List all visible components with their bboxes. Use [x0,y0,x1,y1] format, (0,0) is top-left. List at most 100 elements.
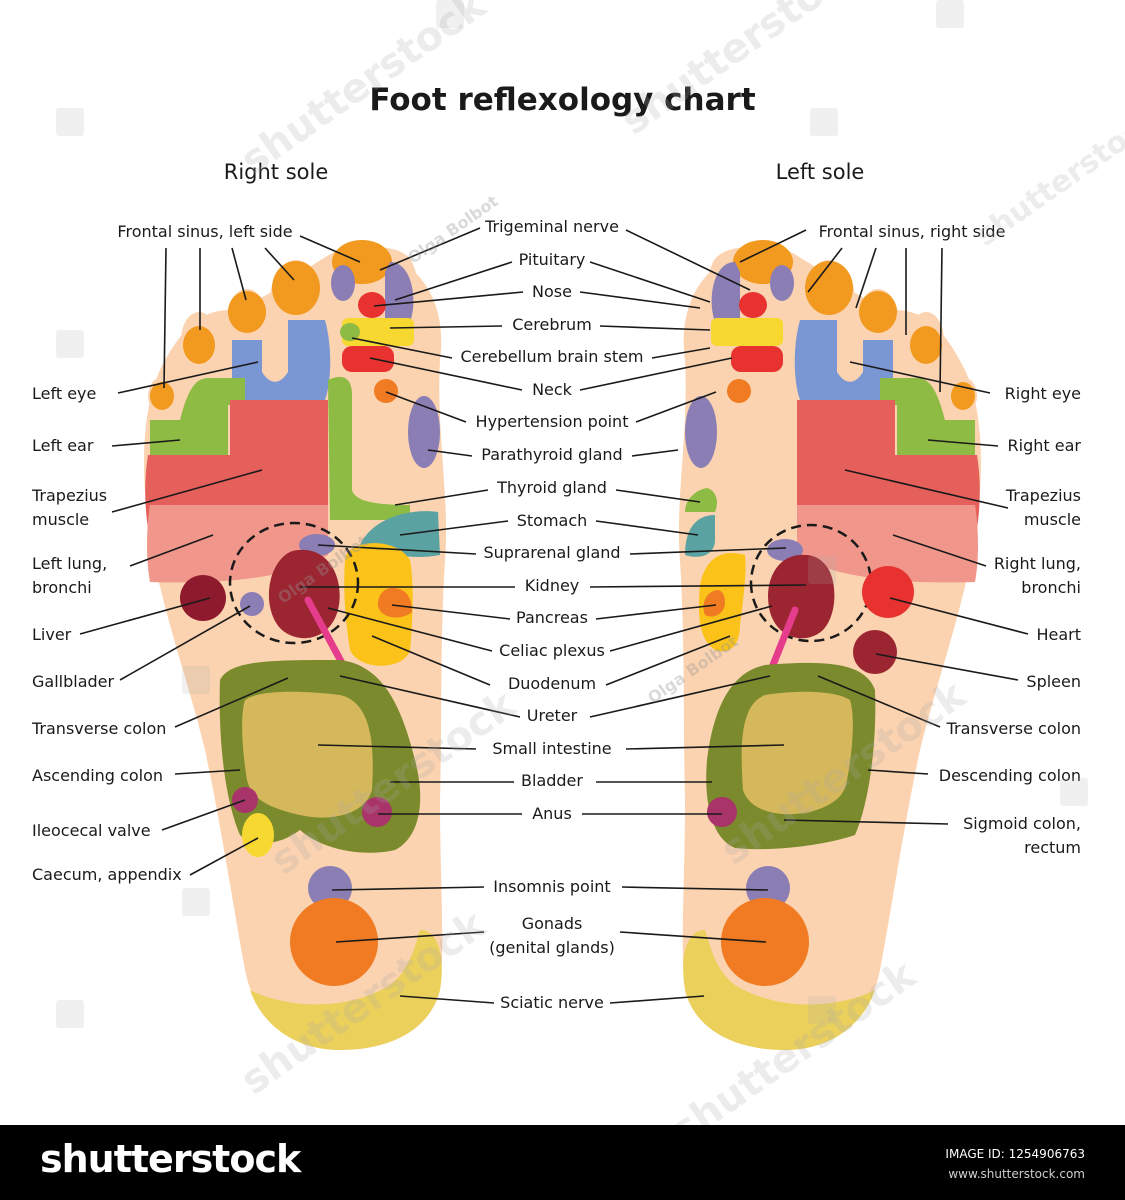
leader-pituitary-r [394,261,513,301]
leader-hypertension-l [635,391,717,423]
label-right-lung-2: bronchi [1021,578,1081,597]
watermark-icon [182,888,210,916]
watermark-icon [56,330,84,358]
label-ureter: Ureter [526,706,578,725]
left-sole-foot [678,240,981,1051]
leader-neck-l [579,357,733,391]
label-frontal-sinus-left: Frontal sinus, left side [117,222,293,241]
label-nose: Nose [532,282,572,301]
label-spleen: Spleen [1026,672,1081,691]
left-thyroid-zone [685,488,718,512]
leader-stomach-l [595,520,699,536]
watermark-icon [436,0,464,28]
watermark-icon [810,108,838,136]
label-transverse-colon-right: Transverse colon [946,719,1081,738]
watermark-icon [1060,778,1088,806]
leader-pancreas-r [391,604,511,620]
right-frontal-sinus-4 [183,326,215,364]
leader-lung-r [892,534,987,567]
left-hypertension-point [727,379,751,403]
label-right-ear: Right ear [1007,436,1081,455]
right-nose-zone [331,265,355,301]
label-trapezius-left-2: muscle [32,510,90,529]
right-liver-zone [180,575,226,621]
label-small-intestine: Small intestine [492,739,612,758]
label-ascending-colon: Ascending colon [32,766,164,785]
right-cerebrum-zone [358,292,386,318]
label-left-eye: Left eye [32,384,97,403]
left-frontal-sinus-5 [951,382,975,410]
right-frontal-sinus-2 [272,261,320,315]
left-stomach-zone [685,515,715,557]
leader-trigeminal-r [379,227,481,271]
leader-ureter-r [339,675,521,718]
leader-nose-l [579,291,701,309]
leader-right-ear [927,439,999,447]
leader-transverse-l [174,677,289,728]
leader-thyroid-l [615,489,701,503]
label-pancreas: Pancreas [516,608,588,627]
label-gonads-1: Gonads [521,914,583,933]
leader-right-eye [849,361,991,394]
label-bladder: Bladder [521,771,583,790]
feet-illustration [79,227,1029,1051]
leader-sinus-2 [264,247,295,281]
leader-cerebellum-r [351,337,453,359]
label-left-lung-2: bronchi [32,578,92,597]
leader-small-intestine-r [317,744,477,750]
left-lung-zone [797,505,978,583]
label-trigeminal: Trigeminal nerve [485,217,619,236]
right-anus-zone [362,797,392,827]
left-sole-heading: Left sole [775,160,865,184]
label-transverse-colon-left: Transverse colon [32,719,167,738]
leader-cerebrum-l [599,325,711,331]
label-sigmoid-2: rectum [1024,838,1081,857]
left-frontal-sinus-3 [859,291,897,333]
leader-celiac-r [327,607,493,652]
right-frontal-sinus-5 [150,382,174,410]
leader-parathyroid-l [631,449,679,457]
leader-sinus-r3 [855,247,877,309]
leader-duodenum-l [605,635,731,686]
right-pituitary-zone [385,262,414,322]
label-hypertension: Hypertension point [475,412,629,431]
leader-spleen [875,653,1019,681]
left-heart-zone [862,566,914,618]
right-kidney-zone [268,549,340,639]
right-sole-foot [144,240,447,1051]
left-ear-zone [880,378,975,455]
leader-nose-r [373,291,524,307]
label-neck: Neck [532,380,572,399]
label-frontal-sinus-right: Frontal sinus, right side [818,222,1006,241]
leader-gonads-l [619,931,767,943]
leader-heart [889,597,1029,635]
leader-ureter-l [589,675,771,718]
right-caecum-zone [242,813,274,857]
leader-caecum [189,837,259,876]
leader-gonads-r [335,931,485,943]
reflexology-diagram: Foot reflexology chart Right sole Left s… [32,0,1125,1154]
page-title: Foot reflexology chart [369,82,756,118]
left-suprarenal-zone [767,539,803,561]
leader-gallbladder [119,605,251,681]
leader-trapezius-r [844,469,1009,509]
watermark-icon [808,996,836,1024]
leader-pancreas-l [595,604,717,620]
label-gonads-2: (genital glands) [489,938,615,957]
right-ear-zone [150,378,245,455]
label-ileocecal-valve: Ileocecal valve [32,821,151,840]
right-sole-heading: Right sole [223,160,329,184]
leader-trapezius-l [111,469,263,513]
watermark-icon [936,0,964,28]
right-cerebellum-zone [340,323,360,341]
left-frontal-sinus-4 [910,326,942,364]
label-insomnis: Insomnis point [493,877,611,896]
leader-lines [79,227,1029,1004]
left-kidney-zone [768,554,835,639]
right-sciatic-zone [250,930,442,1050]
label-parathyroid: Parathyroid gland [481,445,623,464]
label-sigmoid-1: Sigmoid colon, [963,814,1081,833]
label-trapezius-left-1: Trapezius [32,486,108,505]
right-hypertension-point [374,379,398,403]
label-sciatic: Sciatic nerve [500,993,604,1012]
